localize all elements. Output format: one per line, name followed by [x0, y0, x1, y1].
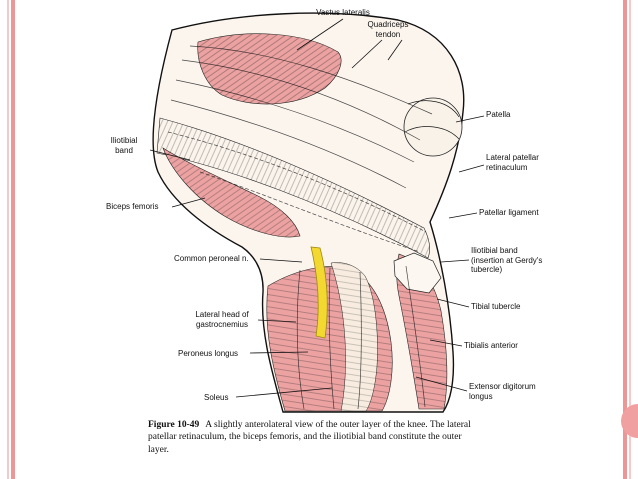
iliotibial-band-shape	[156, 117, 430, 259]
peroneus-longus-muscle	[330, 262, 378, 412]
knee-silhouette	[152, 12, 465, 413]
figure-label-patella: Patella	[486, 110, 511, 119]
figure-label-extensor-digitorum-longus: Extensor digitorum longus	[469, 382, 536, 401]
figure-label-soleus: Soleus	[204, 393, 229, 402]
figure-label-patellar-ligament: Patellar ligament	[479, 208, 539, 217]
left-border-outer	[7, 0, 9, 479]
figure-label-iliotibial-band: Iliotibial band	[110, 136, 138, 155]
left-border-inner	[11, 0, 15, 479]
biceps-femoris-muscle	[162, 147, 301, 238]
figure-label-iliotibial-band-insertion: Iliotibial band (insertion at Gerdy's tu…	[471, 246, 543, 275]
right-border-outer	[629, 0, 631, 479]
figure-caption-text: A slightly anterolateral view of the out…	[148, 420, 471, 455]
figure-label-lateral-head-gastrocnemius: Lateral head of gastrocnemius	[195, 310, 249, 329]
figure-label-lateral-patellar-retinaculum: Lateral patellar retinaculum	[486, 153, 539, 172]
figure-label-vastus-lateralis: Vastus lateralis	[316, 8, 370, 17]
figure-label-tibialis-anterior: Tibialis anterior	[464, 341, 518, 350]
vastus-lateralis-muscle	[197, 33, 342, 105]
figure-number: Figure 10-49	[148, 420, 200, 430]
right-border-inner	[623, 0, 627, 479]
figure-label-common-peroneal-nerve: Common peroneal n.	[174, 254, 249, 263]
gerdys-tubercle-insertion-shape	[393, 252, 442, 294]
common-peroneal-nerve-shape	[310, 246, 328, 339]
figure-label-peroneus-longus: Peroneus longus	[178, 349, 239, 358]
figure-label-tibial-tubercle: Tibial tubercle	[471, 302, 521, 311]
slide-nav-button[interactable]	[621, 404, 638, 438]
figure-label-quadriceps-tendon: Quadriceps tendon	[367, 20, 409, 39]
leader-lines	[149, 18, 485, 398]
patella-shape	[403, 97, 463, 157]
tibialis-anterior-muscle	[396, 253, 448, 410]
figure-label-biceps-femoris: Biceps femoris	[106, 202, 159, 211]
fiber-lines	[167, 45, 433, 410]
